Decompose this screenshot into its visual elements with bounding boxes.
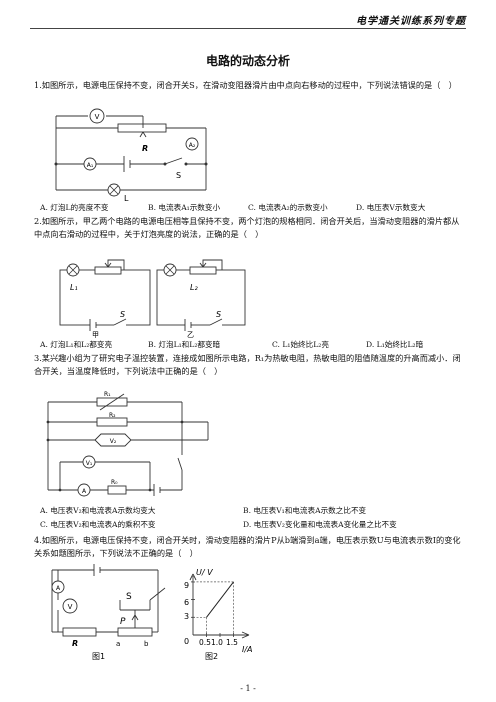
q4-slider-label: P: [120, 617, 126, 627]
q4-rheostat-label: R: [72, 639, 78, 648]
q1-option-b: B. 电流表A₁示数变小: [148, 203, 221, 212]
q1-ammeter1-label: A₁: [87, 162, 94, 169]
q3-r1-label: R₁: [104, 391, 111, 398]
q3-r0-label: R₀: [111, 479, 118, 486]
q4-switch-label: S: [126, 592, 132, 602]
q1-lamp-label: L: [124, 194, 129, 203]
q4-end-a-label: a: [116, 640, 120, 648]
q2-lamp1-label: L₁: [70, 283, 78, 292]
q1-option-a: A. 灯泡L的亮度不变: [40, 203, 109, 212]
q1-option-d: D. 电压表V示数变大: [356, 203, 426, 212]
q2-circuit2-label: 乙: [187, 331, 194, 339]
q3-v1-label: V₁: [86, 460, 93, 467]
q4-graph-origin: 0: [184, 637, 189, 646]
q2-circuit1-label: 甲: [92, 331, 99, 339]
q4-graph-xtick-0.5: 0.5: [199, 638, 211, 647]
q3-r2-label: R₂: [109, 412, 116, 419]
q2-option-b: B. 灯泡L₁和L₂都变暗: [148, 340, 221, 349]
q4-ammeter-label: A: [56, 585, 61, 592]
q1-rheostat-label: R: [142, 144, 148, 153]
q2-stem: 2.如图所示，甲乙两个电路的电源电压相等且保持不变，两个灯泡的规格相同．闭合开关…: [34, 216, 460, 239]
q4-graph-xtick-1.5: 1.5: [226, 638, 238, 647]
q4-voltmeter-label: V: [68, 603, 73, 611]
q4-graph-ytick-3: 3: [184, 612, 189, 621]
q4-graph-ylabel: U/ V: [196, 568, 213, 577]
q4-graph-ytick-6: 6: [184, 598, 189, 607]
q2-option-c: C. L₁始终比L₂亮: [272, 340, 329, 349]
q1-voltmeter-label: V: [95, 113, 100, 121]
page-title: 电路的动态分析: [205, 54, 290, 68]
q2-option-a: A. 灯泡L₁和L₂都变亮: [40, 340, 113, 349]
q3-ammeter-label: A: [82, 488, 87, 495]
q4-fig1-label: 图1: [92, 652, 105, 661]
q4-fig2-label: 图2: [205, 652, 218, 661]
q3-stem: 3.某兴趣小组为了研究电子温控装置，连接成如图所示电路，R₁为热敏电阻，热敏电阻…: [34, 353, 461, 376]
q1-option-c: C. 电流表A₂的示数变小: [248, 203, 328, 212]
q1-stem: 1.如图所示，电源电压保持不变，闭合开关S，在滑动变阻器滑片由中点向右移动的过程…: [34, 80, 457, 90]
q2-option-d: D. L₁始终比L₂暗: [366, 340, 424, 349]
q2-switch2-label: S: [216, 310, 221, 319]
page-number: - 1 -: [240, 684, 256, 693]
q4-graph-xtick-1.0: 1.0: [211, 638, 223, 647]
q3-option-a: A. 电压表V₂和电流表A示数均变大: [40, 506, 156, 515]
q3-v2-label: V₂: [110, 438, 117, 445]
q4-stem: 4.如图所示，电源电压保持不变，闭合开关时，滑动变阻器的滑片P从b端滑到a端，电…: [34, 535, 461, 558]
series-line: [206, 581, 234, 618]
q3-option-b: B. 电压表V₁和电流表A示数之比不变: [243, 506, 367, 515]
q4-end-b-label: b: [144, 640, 149, 648]
q4-graph-xlabel: I/A: [242, 645, 253, 654]
q3-option-d: D. 电压表V₂变化量和电流表A变化量之比不变: [243, 520, 397, 529]
q2-switch1-label: S: [120, 310, 125, 319]
q3-option-c: C. 电压表V₂和电流表A的乘积不变: [40, 520, 156, 529]
page-header: 电学通关训练系列专题: [30, 8, 466, 29]
q1-switch-label: S: [176, 171, 181, 180]
q4-graph-ytick-9: 9: [184, 581, 189, 590]
series-title: 电学通关训练系列专题: [356, 16, 466, 27]
q1-ammeter2-label: A₂: [189, 142, 196, 149]
q2-lamp2-label: L₂: [190, 283, 198, 292]
